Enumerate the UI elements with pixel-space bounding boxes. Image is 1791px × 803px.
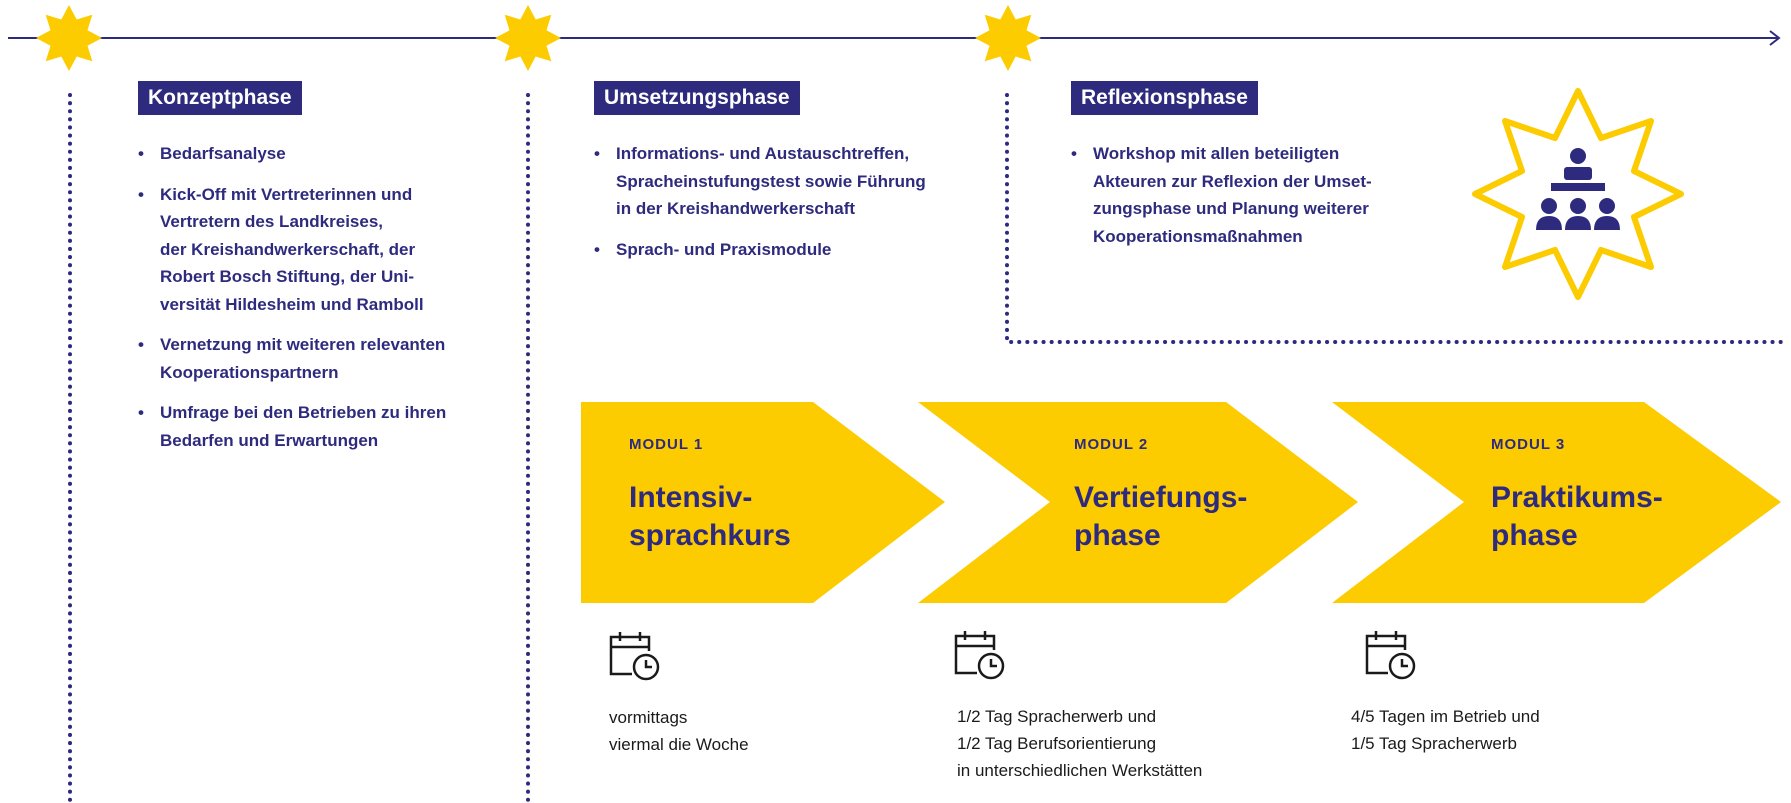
list-item: Kick-Off mit Vertreterinnen und Vertrete… bbox=[138, 181, 446, 319]
module-label: MODUL 3 bbox=[1491, 436, 1566, 453]
calendar-clock-icon bbox=[609, 632, 660, 681]
list-item: Sprach- und Praxismodule bbox=[594, 236, 926, 264]
phase-title-concept: Konzeptphase bbox=[138, 81, 302, 115]
list-item: Bedarfsanalyse bbox=[138, 140, 446, 168]
list-item: Workshop mit allen beteiligten Akteuren … bbox=[1071, 140, 1372, 250]
calendar-clock-icon bbox=[1365, 631, 1416, 680]
module-name: Praktikums- phase bbox=[1491, 481, 1663, 552]
star-icon bbox=[495, 5, 561, 71]
module-label: MODUL 1 bbox=[629, 436, 704, 453]
list-item: Umfrage bei den Betrieben zu ihren Bedar… bbox=[138, 399, 446, 454]
phase-title-implementation: Umsetzungsphase bbox=[594, 81, 800, 115]
star-icon bbox=[36, 5, 102, 71]
timeline-arrow-head bbox=[1769, 30, 1781, 46]
module-name: Vertiefungs- phase bbox=[1074, 481, 1248, 552]
bullet-list-implementation: Informations- und Austauschtreffen, Spra… bbox=[594, 140, 926, 276]
star-icon bbox=[975, 5, 1041, 71]
list-item: Informations- und Austauschtreffen, Spra… bbox=[594, 140, 926, 223]
module-name: Intensiv- sprachkurs bbox=[629, 481, 791, 552]
workshop-people-icon bbox=[1472, 88, 1684, 300]
list-item: Vernetzung mit weiteren relevanten Koope… bbox=[138, 331, 446, 386]
separator-line-reflection bbox=[1005, 93, 1788, 344]
module-chevron-1 bbox=[581, 402, 945, 603]
module-description: 1/2 Tag Spracherwerb und 1/2 Tag Berufso… bbox=[957, 707, 1203, 780]
phase-title-reflection: Reflexionsphase bbox=[1071, 81, 1258, 115]
calendar-clock-icon bbox=[954, 631, 1005, 680]
module-chevron-2 bbox=[918, 402, 1358, 603]
module-description: 4/5 Tagen im Betrieb und 1/5 Tag Sprache… bbox=[1351, 707, 1540, 753]
bullet-list-reflection: Workshop mit allen beteiligten Akteuren … bbox=[1071, 140, 1372, 263]
bullet-list-concept: Bedarfsanalyse Kick-Off mit Vertreterinn… bbox=[138, 140, 446, 467]
module-label: MODUL 2 bbox=[1074, 436, 1149, 453]
module-description: vormittags viermal die Woche bbox=[609, 708, 749, 754]
module-chevron-3 bbox=[1332, 402, 1781, 603]
